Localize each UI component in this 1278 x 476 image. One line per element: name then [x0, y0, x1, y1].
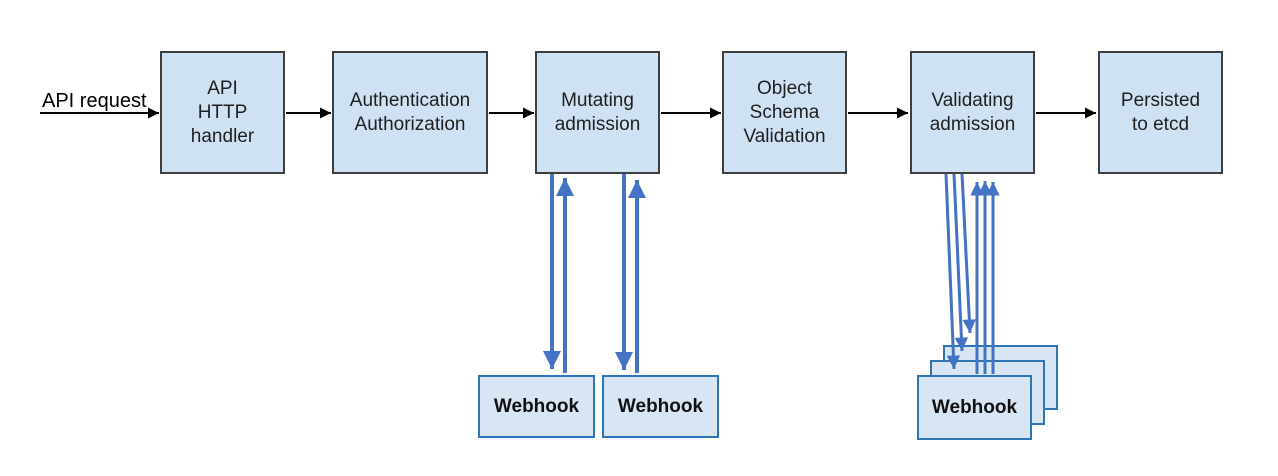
validating-webhook-box-1: Webhook: [917, 375, 1032, 440]
mutating-webhook-box-1: Webhook: [478, 375, 595, 438]
validating-webhook-down-arrow-3: [960, 173, 977, 334]
node-label-line: admission: [929, 113, 1016, 135]
node-persisted-to-etcd: Persisted to etcd: [1098, 51, 1223, 174]
node-label-line: Validating: [931, 89, 1014, 111]
node-label-line: Schema: [749, 101, 820, 123]
node-object-schema-validation: Object Schema Validation: [722, 51, 847, 174]
node-label-line: handler: [190, 125, 255, 147]
node-label-line: Persisted: [1120, 89, 1201, 111]
node-mutating-admission: Mutating admission: [535, 51, 660, 174]
node-validating-admission: Validating admission: [910, 51, 1035, 174]
node-label-line: admission: [554, 113, 641, 135]
validating-webhook-down-arrow-1: [944, 173, 961, 370]
node-label-line: Authentication: [349, 89, 471, 111]
node-label-line: Object: [757, 77, 812, 99]
node-authentication-authorization: Authentication Authorization: [332, 51, 488, 174]
node-label-line: Validation: [743, 125, 826, 147]
node-label-line: HTTP: [197, 101, 248, 123]
mutating-webhook-box-2: Webhook: [602, 375, 719, 438]
node-label-line: API: [207, 77, 238, 99]
webhook-label: Webhook: [493, 395, 580, 417]
node-label-line: to etcd: [1131, 113, 1190, 135]
webhook-label: Webhook: [931, 396, 1018, 418]
node-api-http-handler: API HTTP handler: [160, 51, 285, 174]
webhook-label: Webhook: [617, 395, 704, 417]
validating-webhook-down-arrow-2: [952, 173, 969, 352]
node-label-line: Mutating: [561, 89, 634, 111]
node-label-line: Authorization: [354, 113, 466, 135]
api-request-label: API request: [42, 90, 147, 112]
